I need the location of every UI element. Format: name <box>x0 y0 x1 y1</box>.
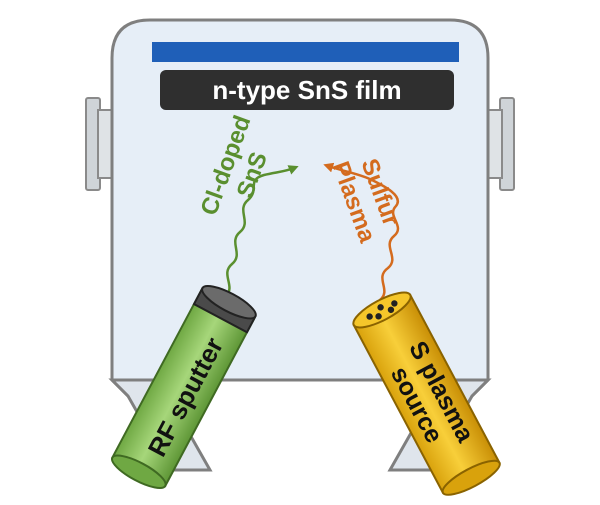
rf-sputter-target <box>201 285 257 320</box>
film-label-box <box>160 70 454 110</box>
nozzle-hole-1 <box>366 313 373 320</box>
nozzle-hole-5 <box>387 306 395 313</box>
s-plasma-bottom <box>441 459 501 496</box>
rf-sputter-bottom <box>110 454 167 489</box>
cl-doped-sns-beam <box>224 165 299 297</box>
nozzle-hole-2 <box>377 304 384 311</box>
nozzle-hole-3 <box>391 300 398 307</box>
substrate-bar <box>152 42 459 62</box>
sulfur-plasma-beam <box>323 162 400 301</box>
nozzle-hole-4 <box>375 313 382 320</box>
film-label: n-type SnS film <box>212 75 401 105</box>
